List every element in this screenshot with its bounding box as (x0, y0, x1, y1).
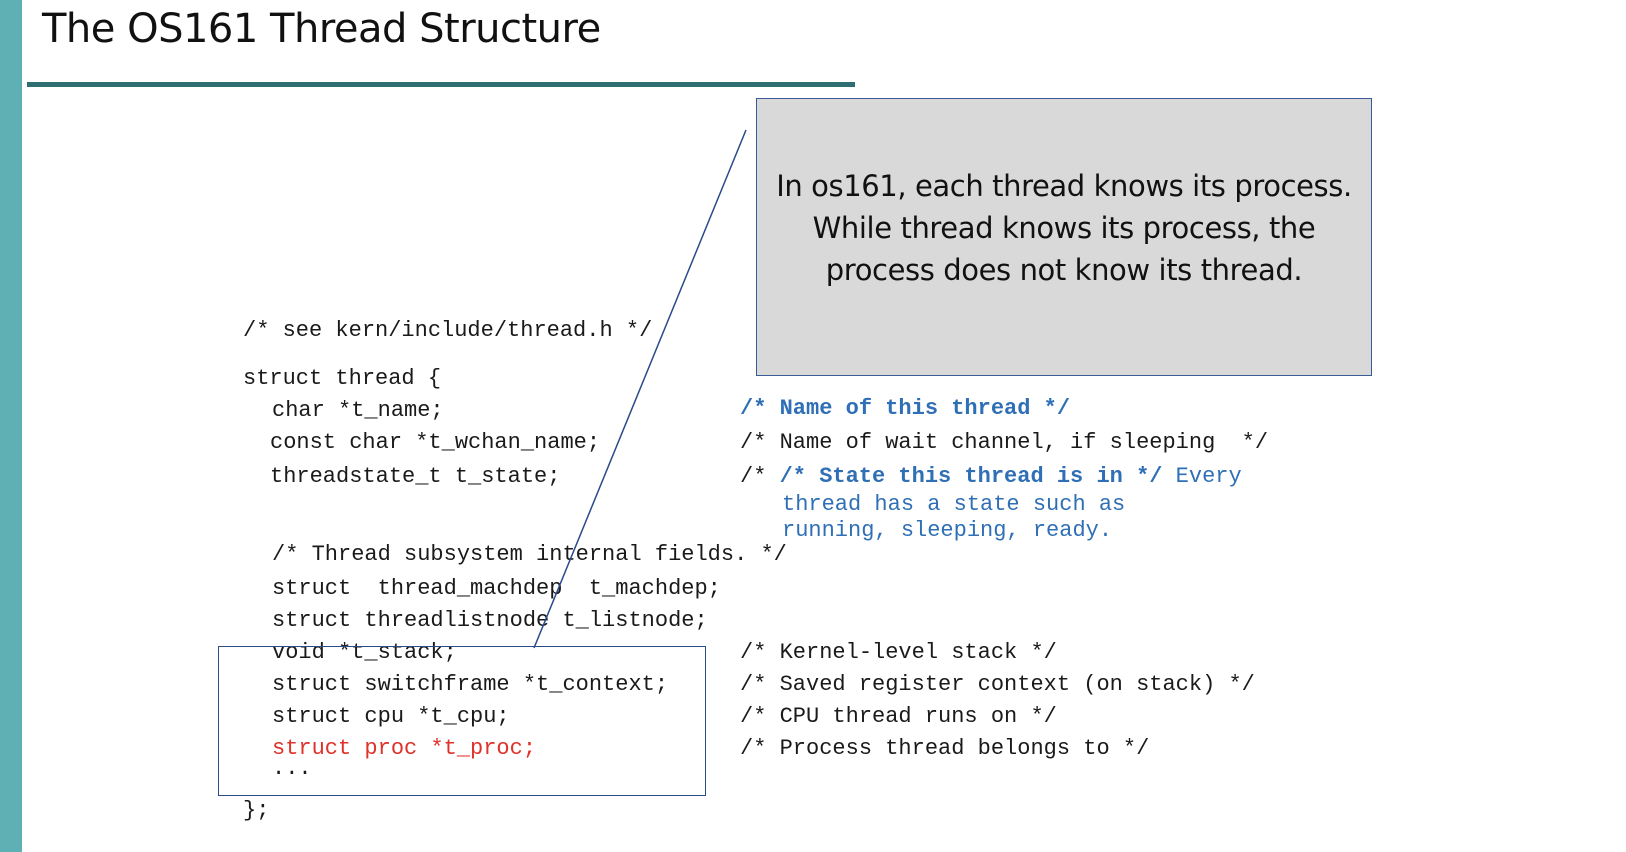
code-struct-close: }; (243, 798, 270, 823)
code-wchan-comment: /* Name of wait channel, if sleeping */ (740, 430, 1269, 455)
callout-line-1: In os161, each thread knows its process. (776, 169, 1352, 203)
highlight-box (218, 646, 706, 796)
code-state-comment-extra-2: thread has a state such as (782, 492, 1126, 517)
callout-pointer-line (533, 129, 747, 649)
slide-title: The OS161 Thread Structure (42, 6, 601, 52)
callout-text: In os161, each thread knows its process.… (776, 165, 1352, 291)
code-ellipsis: ... (272, 760, 312, 774)
code-state-field: threadstate_t t_state; (270, 464, 561, 489)
callout-line-3: process does not know its thread. (825, 253, 1303, 287)
code-cpu-field: struct cpu *t_cpu; (272, 704, 510, 729)
callout-line-2: While thread knows its process, the (812, 211, 1316, 245)
code-header-comment: /* see kern/include/thread.h */ (243, 318, 653, 343)
code-state-comment: /* /* State this thread is in */ Every (740, 464, 1242, 489)
slide-accent-bar (0, 0, 22, 852)
code-listnode-field: struct threadlistnode t_listnode; (272, 608, 708, 633)
code-machdep-field: struct thread_machdep t_machdep; (272, 576, 721, 601)
code-state-comment-extra-1: Every (1162, 464, 1242, 489)
code-context-comment: /* Saved register context (on stack) */ (740, 672, 1255, 697)
code-internal-comment: /* Thread subsystem internal fields. */ (272, 542, 787, 567)
code-wchan-field: const char *t_wchan_name; (270, 430, 601, 455)
code-proc-field: struct proc *t_proc; (272, 736, 537, 761)
code-state-comment-extra-3: running, sleeping, ready. (782, 518, 1113, 543)
title-underline (27, 82, 855, 87)
code-name-comment-text: /* Name of this thread */ (740, 396, 1071, 421)
code-name-comment: /* Name of this thread */ (740, 396, 1070, 422)
code-context-field: struct switchframe *t_context; (272, 672, 669, 697)
code-state-comment-bold: /* State this thread is in */ (779, 464, 1163, 489)
code-name-field: char *t_name; (272, 398, 444, 423)
callout-box: In os161, each thread knows its process.… (756, 98, 1372, 376)
code-stack-field: void *t_stack; (272, 640, 457, 665)
code-cpu-comment: /* CPU thread runs on */ (740, 704, 1057, 729)
code-stack-comment: /* Kernel-level stack */ (740, 640, 1057, 665)
code-proc-comment: /* Process thread belongs to */ (740, 736, 1150, 761)
code-struct-open: struct thread { (243, 366, 442, 391)
